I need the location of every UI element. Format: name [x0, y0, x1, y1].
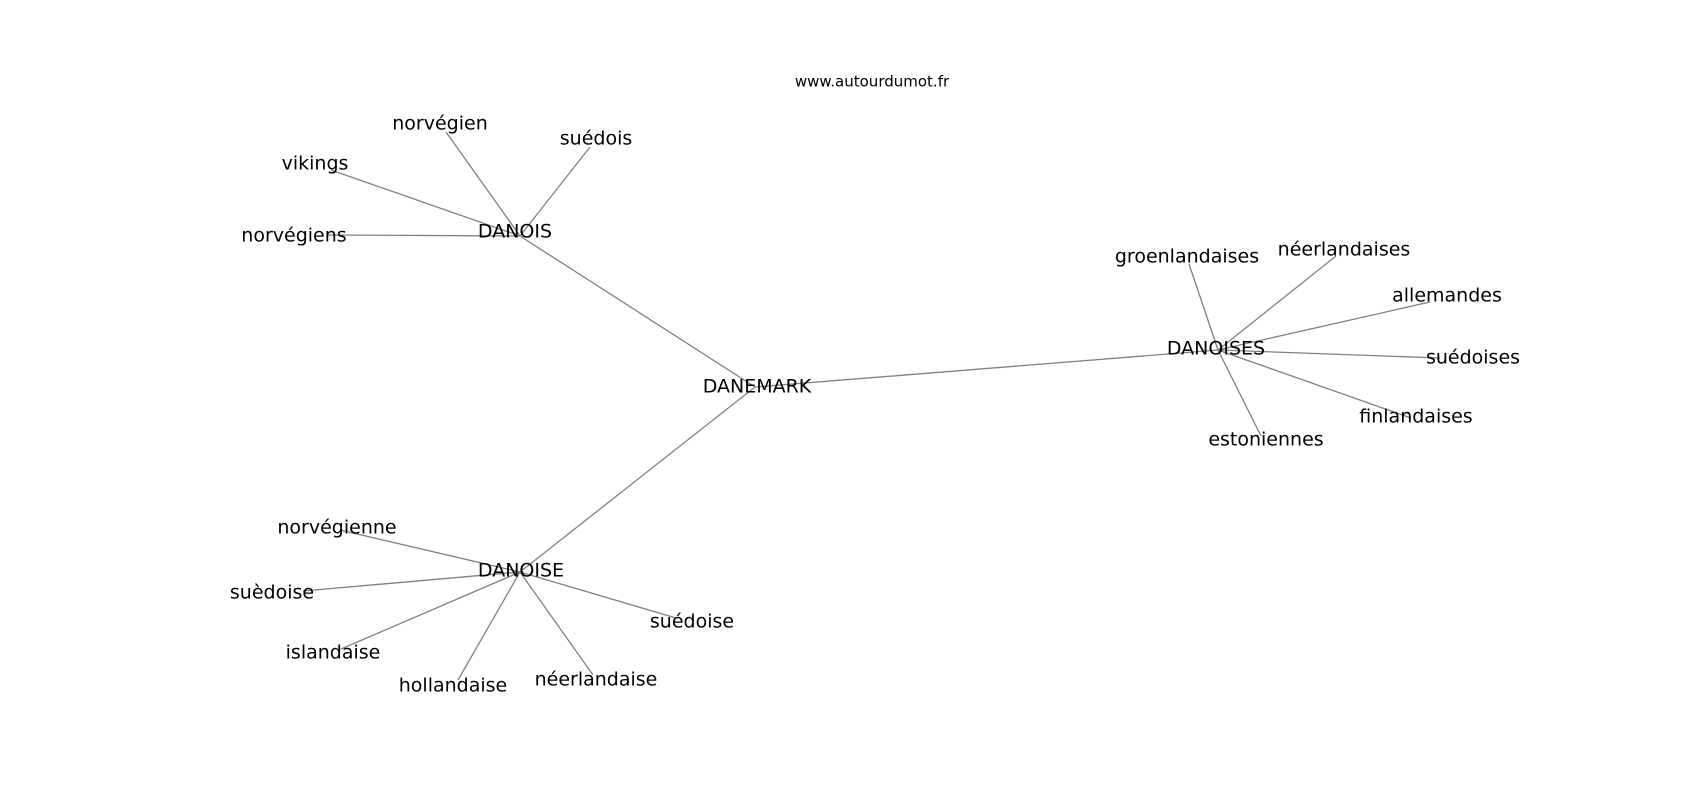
node-leaf[interactable]: finlandaises [1359, 406, 1472, 428]
node-leaf[interactable]: suédois [560, 128, 633, 150]
edge-danois-leaf [519, 146, 591, 237]
node-leaf[interactable]: néerlandaise [535, 669, 658, 691]
node-leaf[interactable]: suèdoise [230, 582, 314, 604]
node-leaf[interactable]: norvégien [392, 113, 487, 135]
edge-danoises-leaf [1217, 349, 1441, 359]
node-hub-danoises[interactable]: DANOISES [1167, 338, 1265, 360]
node-hub-danoise[interactable]: DANOISE [478, 560, 564, 582]
edge-danois-leaf [330, 169, 521, 237]
node-leaf[interactable]: norvégiens [241, 225, 346, 247]
node-hub-danois[interactable]: DANOIS [478, 221, 552, 243]
edge-danoises-leaf [1217, 301, 1431, 351]
node-leaf[interactable]: islandaise [286, 642, 381, 664]
edge-danoises-leaf [1217, 349, 1262, 437]
edge-danoise-leaf [339, 529, 521, 573]
edge-danoises-leaf [1217, 255, 1337, 351]
node-leaf[interactable]: vikings [282, 153, 349, 175]
node-leaf[interactable]: estoniennes [1208, 429, 1323, 451]
graph-labels: DANEMARK DANOIS norvégien suédois vikings no… [230, 113, 1520, 697]
node-leaf[interactable]: suédoises [1426, 347, 1520, 369]
node-leaf[interactable]: allemandes [1392, 285, 1502, 307]
edge-danemark-danoise [519, 386, 756, 573]
edge-danemark-danois [519, 235, 756, 388]
node-leaf[interactable]: groenlandaises [1115, 246, 1259, 268]
edge-danemark-danoises [754, 349, 1219, 388]
node-leaf[interactable]: norvégienne [277, 517, 396, 539]
edge-danoise-leaf [457, 571, 521, 681]
edge-danois-leaf [327, 234, 521, 237]
graph-edges [302, 131, 1441, 681]
node-leaf[interactable]: néerlandaises [1278, 239, 1411, 261]
site-watermark: www.autourdumot.fr [795, 73, 950, 91]
edge-danois-leaf [445, 131, 521, 237]
node-leaf[interactable]: suédoise [650, 611, 734, 633]
edge-danoises-leaf [1188, 263, 1219, 351]
edge-danoise-leaf [302, 571, 521, 592]
edge-danoise-leaf [340, 571, 521, 650]
node-leaf[interactable]: hollandaise [399, 675, 507, 697]
node-center-danemark[interactable]: DANEMARK [703, 376, 812, 398]
edge-danoise-leaf [519, 571, 594, 676]
edge-danoise-leaf [519, 571, 677, 619]
edge-danoises-leaf [1217, 349, 1412, 419]
